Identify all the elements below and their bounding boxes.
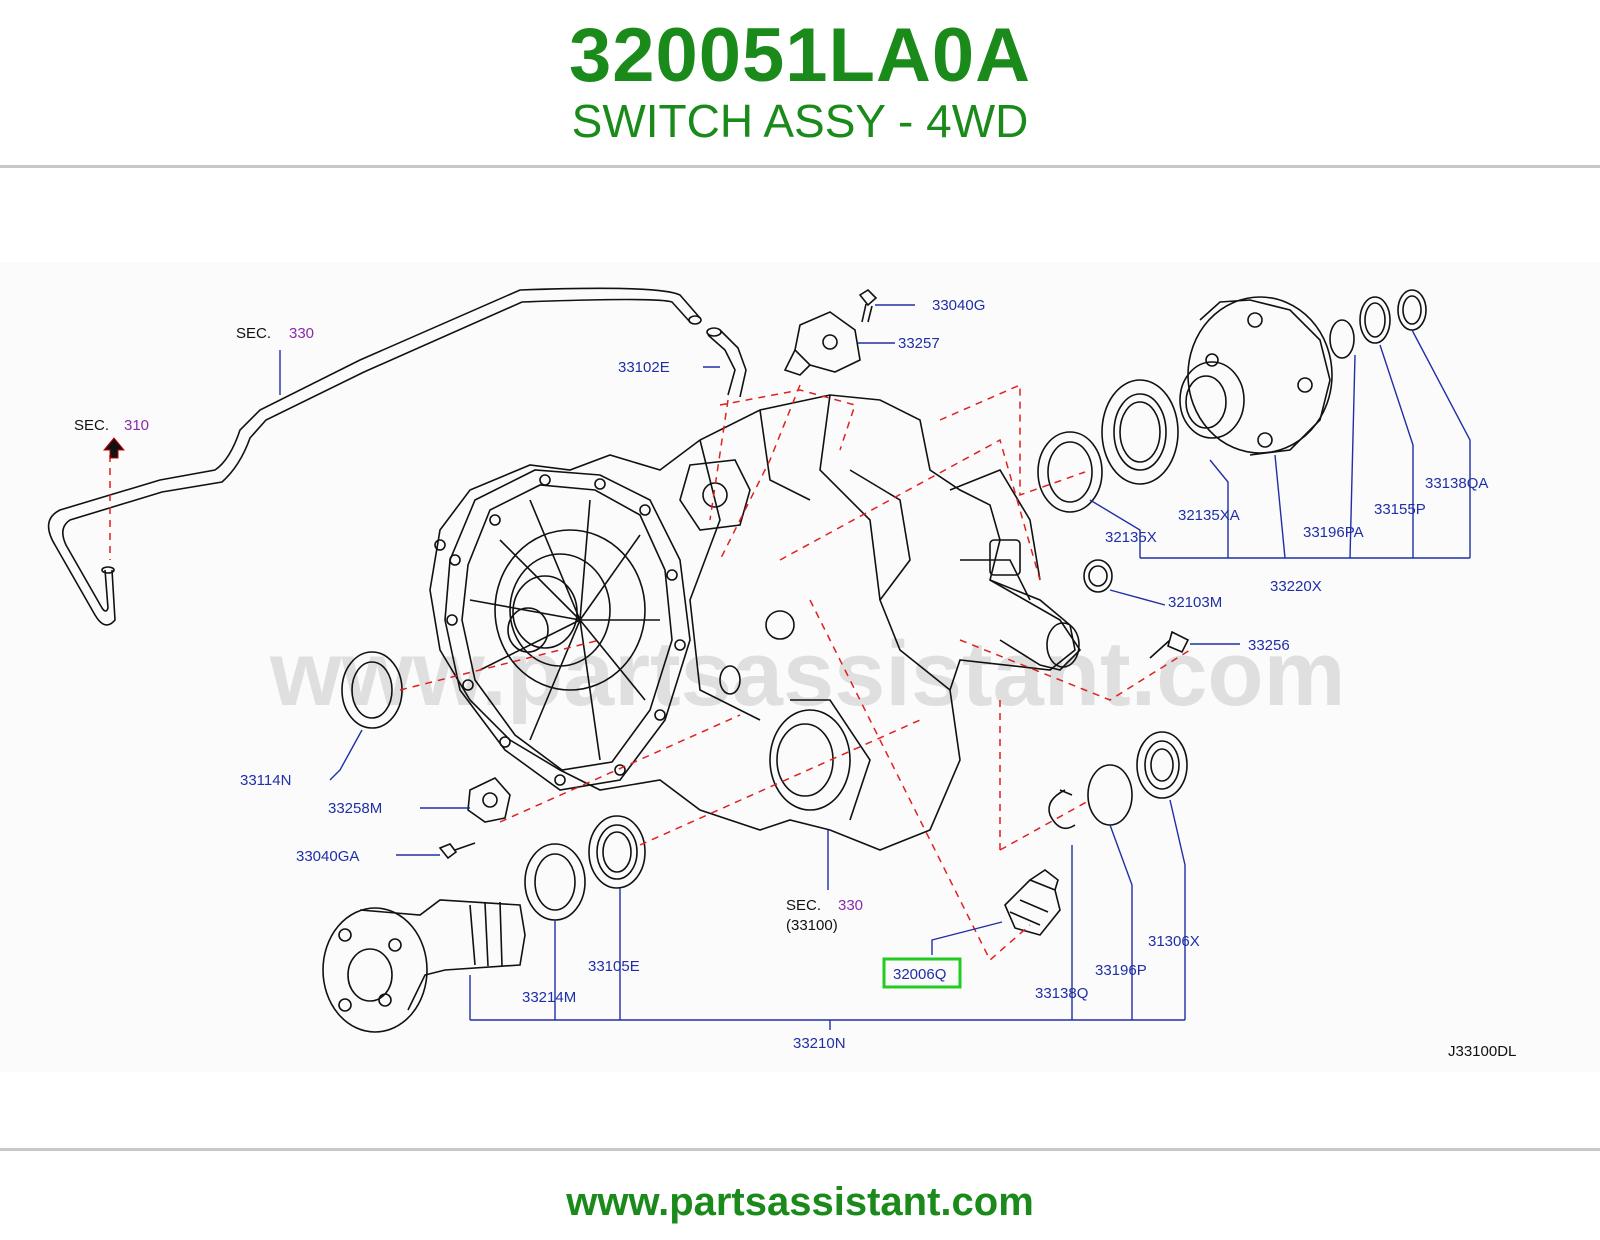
transfer-case-body — [429, 394, 1082, 851]
footer-divider — [0, 1148, 1600, 1151]
switch-32006q — [1004, 869, 1061, 936]
callout-33256[interactable]: 33256 — [1248, 637, 1290, 654]
callout-33114n[interactable]: 33114N — [240, 772, 291, 789]
section-label: SEC. — [236, 325, 271, 342]
callout-33258m[interactable]: 33258M — [328, 800, 382, 817]
callout-33102e[interactable]: 33102E — [618, 359, 670, 376]
callout-32135x[interactable]: 32135X — [1105, 529, 1157, 546]
part-number-title: 320051LA0A — [568, 13, 1032, 98]
actuator-33258m — [438, 777, 511, 860]
seals-upper-right — [1037, 289, 1427, 659]
assembly-guide-lines — [109, 383, 1191, 962]
section-sub-reference: (33100) — [786, 917, 838, 934]
callout-labels: SEC. 330 SEC. 310 SEC. 330 (33100) 33040… — [74, 297, 1516, 1060]
callout-33138q[interactable]: 33138Q — [1035, 985, 1088, 1002]
section-label: SEC. — [786, 897, 821, 914]
part-name-subtitle: SWITCH ASSY - 4WD — [571, 95, 1029, 147]
highlight-box — [882, 957, 962, 989]
callout-33196pa[interactable]: 33196PA — [1303, 524, 1364, 541]
callout-33257[interactable]: 33257 — [898, 335, 940, 352]
up-arrow-icon — [102, 437, 126, 459]
callout-33210n[interactable]: 33210N — [793, 1035, 846, 1052]
companion-flange-lower — [322, 899, 526, 1033]
callout-33040ga[interactable]: 33040GA — [296, 848, 359, 865]
sensor-33257 — [783, 288, 878, 376]
section-label: SEC. — [74, 417, 109, 434]
breather-hose — [47, 287, 702, 626]
callout-33105e[interactable]: 33105E — [588, 958, 640, 975]
parts-diagram-panel — [0, 262, 1600, 1072]
section-number[interactable]: 330 — [838, 897, 863, 914]
header-divider — [0, 165, 1600, 168]
section-number[interactable]: 330 — [289, 325, 314, 342]
companion-flange-upper — [1179, 296, 1333, 456]
page-header: 320051LA0A SWITCH ASSY - 4WD — [0, 0, 1600, 168]
callout-32006q-highlighted[interactable]: 32006Q — [893, 966, 946, 983]
leader-lines — [279, 304, 1471, 1030]
callout-33220x[interactable]: 33220X — [1270, 578, 1322, 595]
callout-33196p[interactable]: 33196P — [1095, 962, 1147, 979]
watermark-text: www.partsassistant.com — [269, 623, 1345, 725]
section-number[interactable]: 310 — [124, 417, 149, 434]
diagram-code: J33100DL — [1448, 1043, 1516, 1060]
callout-31306x[interactable]: 31306X — [1148, 933, 1200, 950]
callout-33214m[interactable]: 33214M — [522, 989, 576, 1006]
callout-33138qa[interactable]: 33138QA — [1425, 475, 1488, 492]
vent-hose-33102e — [706, 327, 747, 398]
seals-lower — [341, 651, 1188, 921]
callout-33155p[interactable]: 33155P — [1374, 501, 1426, 518]
footer-website-link[interactable]: www.partsassistant.com — [566, 1180, 1034, 1224]
callout-32135xa[interactable]: 32135XA — [1178, 507, 1240, 524]
callout-33040g[interactable]: 33040G — [932, 297, 985, 314]
callout-32103m[interactable]: 32103M — [1168, 594, 1222, 611]
